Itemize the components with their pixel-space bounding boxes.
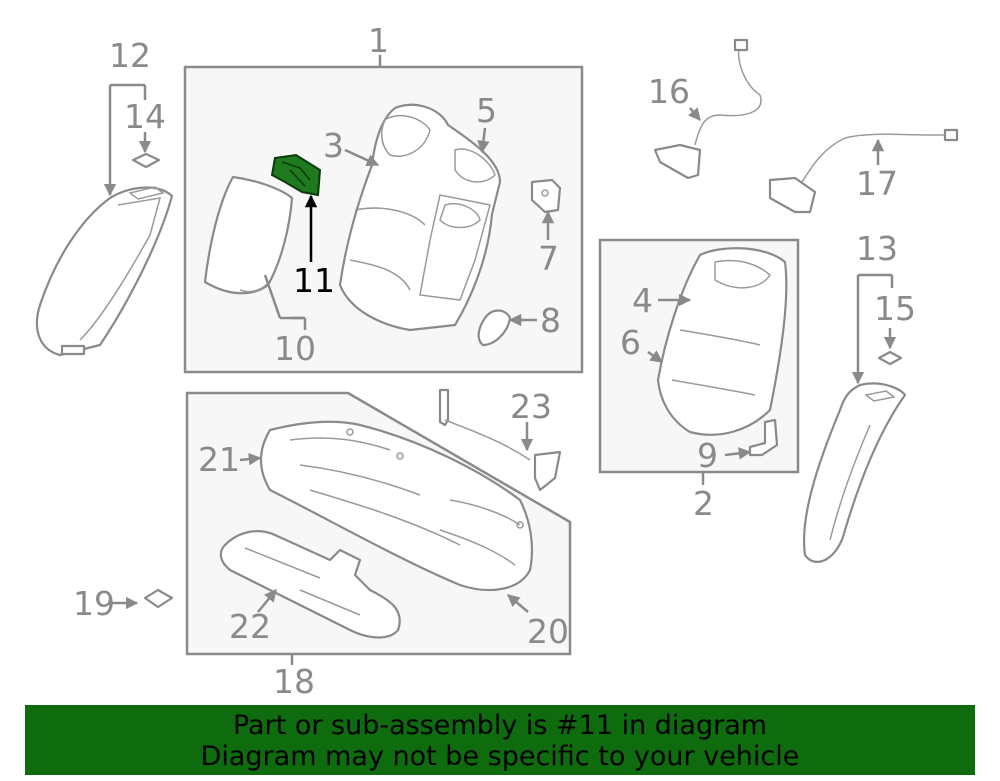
leader-lines: [103, 55, 897, 665]
part-harness-16: [653, 38, 762, 180]
callout-1: 1: [368, 21, 389, 60]
part-seat-cushion: [260, 420, 534, 592]
callout-6: 6: [620, 323, 641, 362]
part-cap-8: [477, 309, 512, 347]
callout-17: 17: [856, 164, 898, 203]
callout-21: 21: [198, 440, 240, 479]
callout-labels: 1 12 14 3 5 7 8 10 11 16 17 13 4 6 15 9 …: [73, 21, 916, 701]
part-rod-23: [438, 388, 562, 492]
callout-5: 5: [476, 91, 497, 130]
callout-3: 3: [323, 126, 344, 165]
callout-10: 10: [274, 329, 316, 368]
callout-9: 9: [697, 436, 718, 475]
callout-20: 20: [527, 612, 569, 651]
callout-12: 12: [109, 36, 151, 75]
part-clip-19: [143, 588, 174, 609]
callout-2: 2: [693, 484, 714, 523]
callout-19: 19: [73, 584, 115, 623]
callout-11: 11: [293, 261, 335, 300]
part-clip-14: [131, 152, 161, 169]
part-seat-back: [338, 103, 502, 332]
part-side-bolster-right: [802, 382, 907, 563]
callout-4: 4: [632, 281, 653, 320]
part-clip-15: [877, 350, 903, 366]
callout-22: 22: [229, 607, 271, 646]
banner-line-2: Diagram may not be specific to your vehi…: [200, 741, 800, 772]
callout-13: 13: [856, 229, 898, 268]
part-frame-22: [219, 530, 401, 639]
part-side-bolster-left: [35, 186, 174, 357]
callout-14: 14: [124, 97, 166, 136]
callout-15: 15: [874, 289, 916, 328]
part-harness-17: [768, 128, 959, 214]
part-11-highlighted: [270, 153, 322, 197]
parts-diagram: 1 12 14 3 5 7 8 10 11 16 17 13 4 6 15 9 …: [35, 21, 959, 701]
callout-7: 7: [538, 239, 559, 278]
callout-8: 8: [540, 301, 561, 340]
part-bracket-7: [530, 178, 562, 214]
callout-16: 16: [648, 72, 690, 111]
part-bracket-9: [748, 418, 779, 457]
info-banner: Part or sub-assembly is #11 in diagram D…: [25, 705, 975, 775]
banner-line-1: Part or sub-assembly is #11 in diagram: [232, 710, 768, 741]
callout-18: 18: [273, 662, 315, 701]
callout-23: 23: [510, 387, 552, 426]
